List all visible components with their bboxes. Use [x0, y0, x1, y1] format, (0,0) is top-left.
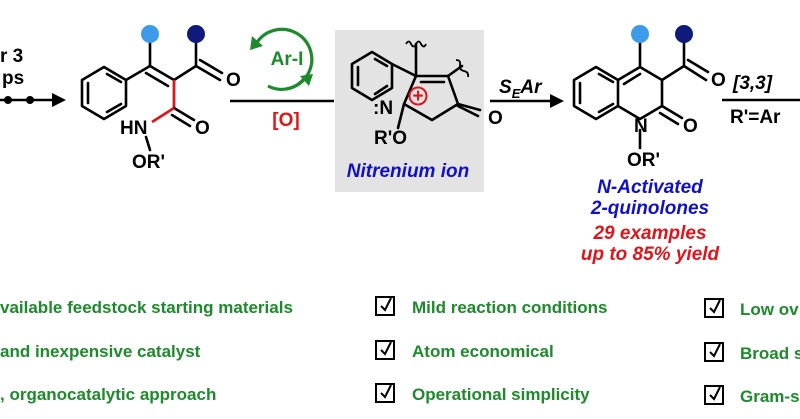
feature-col2-1: Mild reaction conditions: [412, 298, 608, 317]
prod-ketone-o: O: [711, 70, 726, 91]
checkbox-icon: [375, 296, 395, 316]
int-carbonyl-o: O: [488, 108, 503, 129]
intermediate-label: Nitrenium ion: [347, 161, 469, 182]
int-ro: R'O: [374, 128, 407, 149]
quinolone-product: [572, 25, 710, 150]
sear-arrow: [490, 94, 564, 108]
feature-col1-1: vailable feedstock starting materials: [0, 298, 293, 317]
yield-range: up to 85% yield: [581, 244, 720, 265]
feature-col2-3: Operational simplicity: [412, 385, 590, 404]
feature-col1-3: , organocatalytic approach: [0, 385, 217, 404]
rearrangement-condition: R'=Ar: [730, 107, 781, 128]
prod-carbonyl-o: O: [683, 116, 698, 137]
starting-material: [80, 25, 224, 152]
int-n-label: :N: [373, 98, 393, 119]
checkbox-icon: [704, 385, 724, 405]
prod-or: OR': [627, 150, 660, 171]
checkbox-icon: [375, 340, 395, 360]
steps-text-1: r 3: [0, 46, 23, 67]
feature-col1-2: and inexpensive catalyst: [0, 342, 201, 361]
feature-col3-1: Low ov: [740, 300, 799, 319]
product-caption-1: N-Activated: [597, 177, 703, 198]
product-caption-2: 2-quinolones: [590, 198, 709, 219]
sear-label: SEAr: [499, 77, 543, 101]
checkbox-icon: [704, 298, 724, 318]
sm-hn: HN: [120, 118, 147, 139]
oxidant-label: [O]: [272, 110, 299, 131]
feature-col3-2: Broad s: [740, 344, 800, 363]
catalytic-cycle: [250, 27, 314, 91]
checkbox-icon: [375, 383, 395, 403]
feature-col3-3: Gram-s: [740, 387, 800, 406]
sm-amide-o: O: [195, 118, 210, 139]
nitrenium-structure: [350, 40, 482, 130]
catalyst-label: Ar-I: [271, 49, 304, 70]
sm-ketone-o: O: [226, 70, 241, 91]
examples-count: 29 examples: [592, 223, 706, 244]
prod-n: N: [634, 116, 648, 137]
steps-text-2: ps: [2, 68, 24, 89]
left-arrow: [0, 93, 66, 107]
checkbox-icon: [704, 342, 724, 362]
sm-or: OR': [132, 152, 165, 173]
int-plus: +: [412, 86, 423, 107]
feature-col2-2: Atom economical: [412, 342, 554, 361]
rearrangement-label: [3,3]: [732, 73, 773, 94]
intermediate-box: [335, 30, 484, 192]
